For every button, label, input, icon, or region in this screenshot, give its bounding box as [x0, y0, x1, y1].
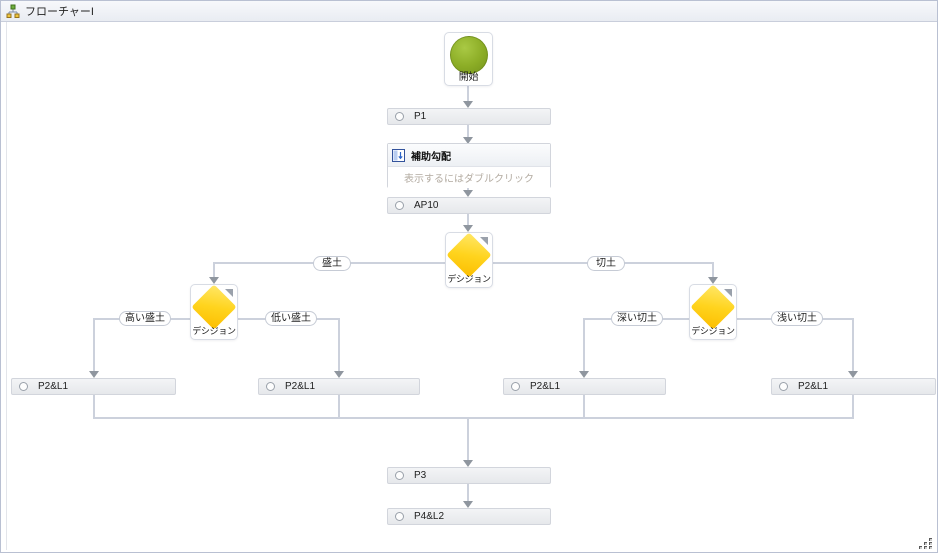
arrowhead-p4l2 [463, 501, 473, 508]
arrowhead-box3 [579, 371, 589, 378]
branch-label-fill: 盛土 [313, 256, 351, 271]
node-p2l1-4[interactable]: P2&L1 [771, 378, 936, 395]
p3-label: P3 [414, 470, 427, 481]
arrowhead-box1 [89, 371, 99, 378]
branch-label-shallow-cut: 浅い切土 [771, 311, 823, 326]
node-aux-slope[interactable]: 補助勾配 表示するにはダブルクリック [387, 143, 551, 188]
edge-join-p3 [467, 417, 469, 461]
arrowhead-box2 [334, 371, 344, 378]
p2l1-label: P2&L1 [285, 381, 316, 392]
decision-right-label: デシジョン [691, 326, 735, 336]
arrowhead-p1 [463, 101, 473, 108]
p4l2-label: P4&L2 [414, 511, 445, 522]
node-decision-right[interactable]: デシジョン [689, 284, 737, 340]
edge-auxslope-ap10 [467, 188, 469, 191]
edge-deepcut-drop [583, 318, 585, 372]
process-circle-icon [395, 201, 404, 210]
canvas-left-guide [6, 22, 7, 550]
process-circle-icon [266, 382, 275, 391]
ap10-label: AP10 [414, 200, 439, 211]
process-circle-icon [395, 112, 404, 121]
process-circle-icon [395, 471, 404, 480]
corner-fold-icon [724, 289, 732, 297]
window-titlebar: フローチャーI [1, 1, 937, 22]
subchart-icon [392, 148, 405, 162]
edge-highfill-drop [93, 318, 95, 372]
edge-fill-drop [213, 262, 215, 278]
edge-p1-auxslope [467, 125, 469, 138]
branch-label-high-fill: 高い盛土 [119, 311, 171, 326]
p2l1-label: P2&L1 [798, 381, 829, 392]
arrowhead-p3 [463, 460, 473, 467]
node-p2l1-1[interactable]: P2&L1 [11, 378, 176, 395]
decision-left-label: デシジョン [192, 326, 236, 336]
node-p2l1-3[interactable]: P2&L1 [503, 378, 666, 395]
corner-fold-icon [480, 237, 488, 245]
edge-box1-join [93, 395, 95, 419]
edge-cut-drop [712, 262, 714, 278]
process-circle-icon [395, 512, 404, 521]
p1-label: P1 [414, 111, 427, 122]
start-label: 開始 [458, 72, 479, 83]
branch-label-low-fill: 低い盛土 [265, 311, 317, 326]
edge-join-bus [93, 417, 854, 419]
window-title: フローチャーI [25, 6, 94, 18]
node-p1[interactable]: P1 [387, 108, 551, 125]
aux-slope-header: 補助勾配 [388, 144, 550, 167]
node-decision-left[interactable]: デシジョン [190, 284, 238, 340]
edge-start-p1 [467, 86, 469, 102]
edge-lowfill-drop [338, 318, 340, 372]
p2l1-label: P2&L1 [38, 381, 69, 392]
decision-main-label: デシジョン [447, 274, 491, 284]
node-p4l2[interactable]: P4&L2 [387, 508, 551, 525]
node-p2l1-2[interactable]: P2&L1 [258, 378, 420, 395]
node-decision-main[interactable]: デシジョン [445, 232, 493, 288]
arrowhead-decision-main [463, 225, 473, 232]
edge-box4-join [852, 395, 854, 419]
corner-fold-icon [225, 289, 233, 297]
flowchart-tree-icon [6, 4, 20, 18]
aux-slope-hint[interactable]: 表示するにはダブルクリック [388, 167, 550, 188]
arrowhead-box4 [848, 371, 858, 378]
edge-ap10-decision [467, 214, 469, 226]
aux-slope-title: 補助勾配 [411, 151, 451, 163]
arrowhead-ap10 [463, 190, 473, 197]
process-circle-icon [19, 382, 28, 391]
node-p3[interactable]: P3 [387, 467, 551, 484]
node-start[interactable]: 開始 [444, 32, 493, 86]
branch-label-cut: 切土 [587, 256, 625, 271]
edge-box2-join [338, 395, 340, 419]
p2l1-label: P2&L1 [530, 381, 561, 392]
resize-grip[interactable] [919, 538, 933, 550]
node-ap10[interactable]: AP10 [387, 197, 551, 214]
process-circle-icon [511, 382, 520, 391]
branch-label-deep-cut: 深い切土 [611, 311, 663, 326]
arrowhead-auxslope [463, 137, 473, 144]
arrowhead-decision-left [209, 277, 219, 284]
edge-p3-p4l2 [467, 484, 469, 501]
edge-box3-join [583, 395, 585, 419]
arrowhead-decision-right [708, 277, 718, 284]
start-circle-icon [450, 36, 488, 74]
edge-shallowcut-drop [852, 318, 854, 372]
process-circle-icon [779, 382, 788, 391]
